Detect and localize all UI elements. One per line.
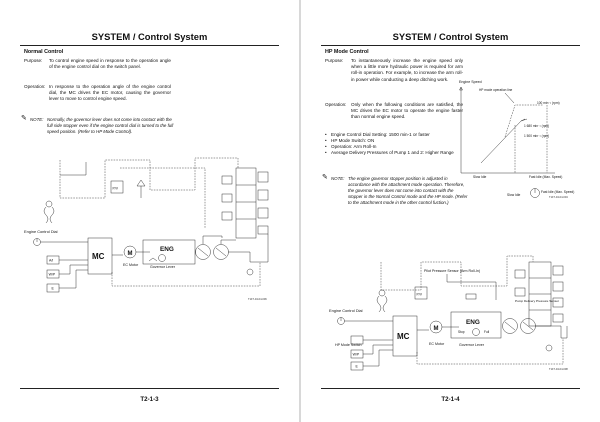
engine-speed-graph: Engine Speed HP mode operation line 100 … xyxy=(459,80,574,198)
control-valve-stack xyxy=(221,167,269,239)
page-title: SYSTEM / Control System xyxy=(91,31,208,42)
eng-label: ENG xyxy=(160,246,174,253)
note-text: The engine governor stopper position is … xyxy=(348,176,468,205)
hp-mode-diagram: Pilot Pressure Sensor (Arm Roll-In) P/V … xyxy=(329,255,568,371)
operation-text: Only when the following conditions are s… xyxy=(351,102,463,120)
pilot-valve xyxy=(414,286,428,300)
pump-1 xyxy=(502,318,518,334)
operation-label: Operation: xyxy=(24,84,46,89)
pilot-sensor-label: Pilot Pressure Sensor (Arm Roll-In) xyxy=(424,269,480,273)
value-1500-label: 1 500 min⁻¹ (rpm) xyxy=(524,134,549,138)
fast-idle-axis-label: Fast Idle (Max. Speed) xyxy=(529,175,562,179)
purpose-label: Purpose: xyxy=(325,58,344,63)
e-box-label: E xyxy=(356,365,359,369)
governor-lever-label: Governor Lever xyxy=(150,265,176,269)
graph-ylabel: Engine Speed xyxy=(459,80,482,84)
control-valve-stack xyxy=(514,261,564,327)
page-number: T2-1-4 xyxy=(441,396,460,403)
section-heading: HP Mode Control xyxy=(325,49,369,55)
ec-motor-label: EC Motor xyxy=(123,263,139,267)
footer-divider xyxy=(321,388,580,389)
governor-lever-label: Governor Lever xyxy=(459,343,485,347)
engine-block xyxy=(450,311,502,339)
mc-controller xyxy=(87,237,113,275)
operation-paragraph: Operation: In response to the operation … xyxy=(24,84,274,112)
e-box-label: E xyxy=(52,287,55,291)
pencil-icon: ✎ xyxy=(322,174,328,181)
slow-idle-axis-label: Slow Idle xyxy=(473,175,487,179)
purpose-paragraph: Purpose: To control engine speed in resp… xyxy=(24,58,274,83)
ec-motor-label: EC Motor xyxy=(429,342,445,346)
mc-label: MC xyxy=(92,252,105,261)
title-divider xyxy=(321,45,580,46)
dial-slow-idle-label: Slow Idle xyxy=(507,193,521,197)
left-page: SYSTEM / Control System Normal Control P… xyxy=(0,0,299,422)
condition-item: Operation: Arm Roll-In xyxy=(325,144,459,150)
book-spine xyxy=(299,0,301,422)
pencil-icon: ✎ xyxy=(21,115,27,122)
pump-sensor-label: Pump Delivery Pressure Sensor xyxy=(515,299,559,303)
title-divider xyxy=(20,45,279,46)
page-title: SYSTEM / Control System xyxy=(392,31,509,42)
engine-control-dial-label: Engine Control Dial xyxy=(329,308,363,313)
engine-control-dial-label: Engine Control Dial xyxy=(24,229,58,234)
note-label: NOTE: xyxy=(30,117,44,122)
note-label: NOTE: xyxy=(331,176,345,181)
purpose-paragraph: Purpose: To instantaneously increase the… xyxy=(325,58,465,98)
condition-list: Engine Control Dial Setting: 1500 min-1 … xyxy=(325,132,459,156)
note-text: Normally, the governor lever does not co… xyxy=(47,117,174,134)
section-heading: Normal Control xyxy=(24,49,64,55)
purpose-text: To control engine speed in response to t… xyxy=(49,58,171,70)
note-paragraph: ✎ NOTE: Normally, the governor lever doe… xyxy=(21,115,180,143)
wp-box-label: W/P xyxy=(353,353,360,357)
pv-label: P/V xyxy=(113,187,119,191)
normal-control-diagram: P/V Engine Control Dial A/I W/P E MC M E… xyxy=(24,157,269,293)
operation-text: In response to the operation angle of th… xyxy=(49,84,171,102)
purpose-text: To instantaneously increase the engine s… xyxy=(351,58,463,82)
figure-code: T1F7-04-04-008 xyxy=(549,368,568,371)
value-1680-label: 1 680 min⁻¹ (rpm) xyxy=(524,124,549,128)
purpose-label: Purpose: xyxy=(24,58,43,63)
pv-label: P/V xyxy=(417,293,423,297)
graph-code: T1F7-04-04-004 xyxy=(549,196,568,199)
full-label: Full xyxy=(484,330,489,334)
operation-label: Operation: xyxy=(325,102,347,107)
m-label: M xyxy=(128,251,133,257)
condition-item: Average Delivery Pressures of Pump 1 and… xyxy=(325,150,459,156)
value-100-label: 100 min⁻¹ (rpm) xyxy=(537,101,560,105)
operation-paragraph: Operation: Only when the following condi… xyxy=(325,102,465,128)
right-page: SYSTEM / Control System HP Mode Control … xyxy=(301,0,600,422)
wp-box-label: W/P xyxy=(49,273,56,277)
ai-box-label: A/I xyxy=(49,259,53,263)
hp-mode-line-label: HP mode operation line xyxy=(479,88,512,92)
m-label: M xyxy=(434,326,439,332)
condition-item: HP Mode Switch: ON xyxy=(325,138,459,144)
pilot-valve xyxy=(110,180,124,194)
dial-fast-idle-label: Fast Idle (Max. Speed) xyxy=(541,190,574,194)
figure-code: T1F7-04-04-006 xyxy=(248,298,267,301)
page-number: T2-1-3 xyxy=(140,396,159,403)
condition-item: Engine Control Dial Setting: 1500 min-1 … xyxy=(325,132,459,138)
mc-controller xyxy=(392,315,418,357)
hp-mode-switch-label: HP Mode Switch xyxy=(335,343,362,347)
eng-label: ENG xyxy=(466,319,480,326)
mc-label: MC xyxy=(397,332,410,341)
footer-divider xyxy=(20,388,279,389)
note-paragraph: ✎ NOTE: The engine governor stopper posi… xyxy=(322,174,471,236)
stop-label: Stop xyxy=(458,330,465,334)
